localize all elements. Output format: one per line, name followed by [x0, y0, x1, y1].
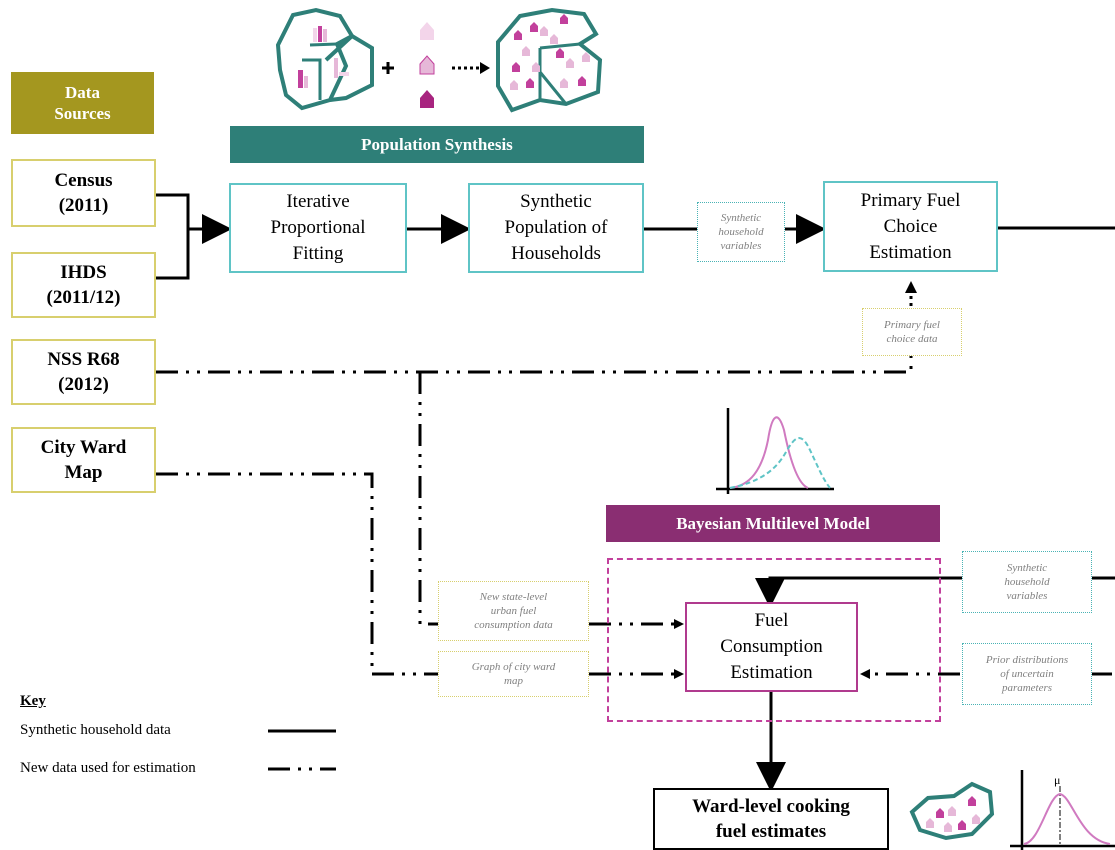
ward-map-icon — [909, 781, 995, 841]
state-data-arrowhead — [674, 619, 684, 629]
source-ward-map-label: City Ward Map — [40, 437, 127, 483]
note-synthetic-vars-top-label: Synthetic household variables — [718, 212, 764, 252]
census-connector — [156, 193, 190, 229]
source-nss: NSS R68 (2012) — [11, 339, 156, 405]
ward-map-connector — [156, 472, 438, 676]
note-state-level-data: New state-level urban fuel consumption d… — [438, 581, 589, 641]
primary-fuel-label: Primary Fuel Choice Estimation — [860, 189, 961, 263]
prior-arrowhead — [860, 669, 870, 679]
posterior-distribution-icon — [1010, 770, 1115, 850]
ipf-box: Iterative Proportional Fitting — [229, 183, 407, 273]
note-primary-fuel-data: Primary fuel choice data — [862, 308, 962, 356]
note-synthetic-vars-right-label: Synthetic household variables — [1004, 562, 1050, 602]
key-new-data-label: New data used for estimation — [20, 760, 196, 776]
nss-branch-connector — [418, 372, 438, 626]
note-ward-graph-label: Graph of city ward map — [471, 661, 556, 687]
note-state-level-data-label: New state-level urban fuel consumption d… — [474, 591, 553, 631]
dotted-arrow-icon — [452, 62, 490, 74]
source-ihds: IHDS (2011/12) — [11, 252, 156, 318]
ward-estimates-label: Ward-level cooking fuel estimates — [692, 796, 850, 842]
source-ihds-label: IHDS (2011/12) — [46, 262, 121, 308]
bayesian-model-frame — [607, 558, 941, 722]
source-ward-map: City Ward Map — [11, 427, 156, 493]
population-synthesis-title: Population Synthesis — [361, 134, 513, 154]
note-primary-fuel-data-label: Primary fuel choice data — [884, 319, 940, 345]
data-sources-header: Data Sources — [11, 72, 154, 134]
data-sources-title: Data Sources — [54, 83, 111, 123]
synthetic-population-box: Synthetic Population of Households — [468, 183, 644, 273]
ward-graph-arrowhead — [674, 669, 684, 679]
primary-fuel-box: Primary Fuel Choice Estimation — [823, 181, 998, 272]
source-nss-label: NSS R68 (2012) — [47, 349, 120, 395]
nss-connector — [156, 354, 913, 374]
bayesian-title: Bayesian Multilevel Model — [676, 513, 870, 533]
populated-map-icon — [496, 7, 603, 113]
synthetic-population-label: Synthetic Population of Households — [504, 191, 608, 264]
note-synthetic-vars-top: Synthetic household variables — [697, 202, 785, 262]
population-synthesis-banner: Population Synthesis — [230, 126, 644, 163]
note-ward-graph: Graph of city ward map — [438, 651, 589, 697]
plus-icon — [382, 62, 394, 74]
fuel-consumption-box: Fuel Consumption Estimation — [685, 602, 858, 692]
primary-data-arrowhead — [905, 281, 917, 293]
house-icons — [419, 22, 435, 108]
ihds-connector — [156, 229, 190, 280]
mu-label: μ — [1054, 773, 1061, 787]
note-prior-distributions-label: Prior distributions of uncertain paramet… — [985, 654, 1069, 694]
note-prior-distributions: Prior distributions of uncertain paramet… — [962, 643, 1092, 705]
map-illustration-icon — [275, 7, 374, 111]
fuel-consumption-label: Fuel Consumption Estimation — [720, 610, 823, 683]
ipf-label: Iterative Proportional Fitting — [270, 191, 366, 264]
key-synthetic-label: Synthetic household data — [20, 722, 171, 738]
note-synthetic-vars-right: Synthetic household variables — [962, 551, 1092, 613]
key-title: Key — [20, 693, 46, 709]
ward-estimates-box: Ward-level cooking fuel estimates — [653, 788, 889, 850]
source-census-label: Census (2011) — [54, 170, 113, 216]
bayesian-banner: Bayesian Multilevel Model — [606, 505, 940, 542]
distribution-chart-icon — [716, 408, 834, 494]
source-census: Census (2011) — [11, 159, 156, 227]
